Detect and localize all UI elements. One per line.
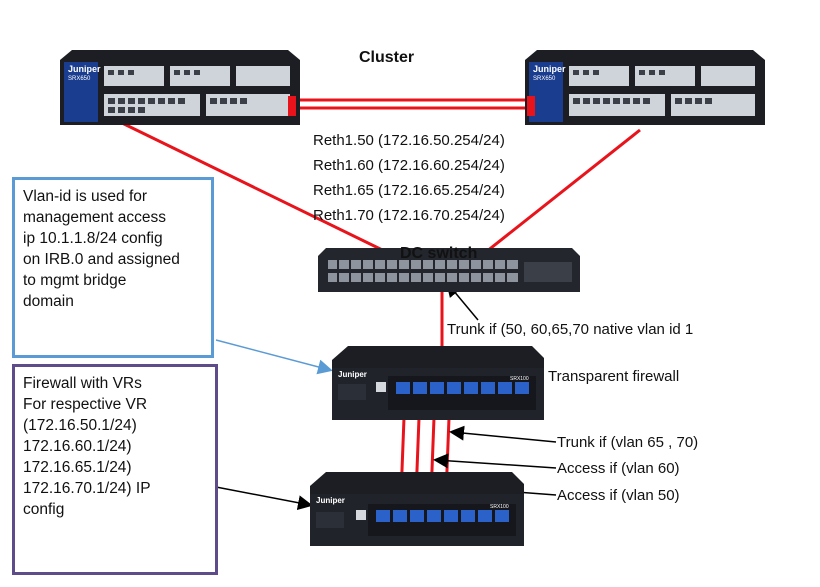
srx-chassis-left [60, 50, 300, 125]
mgmt-note-line: to mgmt bridge [23, 272, 127, 289]
srx-chassis-right [525, 50, 765, 125]
dc-switch: DC switch [318, 245, 580, 292]
mgmt-note-line: ip 10.1.1.8/24 config [23, 230, 163, 247]
srx-model-fw: SRX100 [510, 376, 529, 382]
srx-model-left: SRX650 [68, 76, 91, 82]
reth-interface-list: Reth1.50 (172.16.50.254/24) Reth1.60 (17… [313, 128, 505, 228]
srx-cluster-node-right: Juniper SRX650 [525, 50, 765, 125]
juniper-logo-right: Juniper [533, 64, 566, 74]
srx-model-vr: SRX100 [490, 504, 509, 510]
srx-cluster-node-left: Juniper SRX650 [60, 50, 300, 125]
transparent-firewall-label: Transparent firewall [548, 368, 680, 385]
access60-arrow [433, 453, 557, 469]
juniper-logo-vr: Juniper [316, 496, 345, 505]
vr-note-arrow [215, 486, 313, 511]
vr-note-line: For respective VR [23, 396, 148, 413]
reth-interface-65: Reth1.65 (172.16.65.254/24) [313, 182, 505, 199]
trunk-top-label: Trunk if (50, 60,65,70 native vlan id 1 [447, 321, 694, 338]
mgmt-note-arrow [215, 339, 333, 375]
dc-switch-label: DC switch [400, 245, 478, 262]
trunk-vlan-arrow [449, 425, 557, 443]
reth-interface-50: Reth1.50 (172.16.50.254/24) [313, 132, 505, 149]
srx-model-right: SRX650 [533, 76, 556, 82]
vr-note-line: 172.16.70.1/24) IP [23, 480, 151, 497]
mgmt-note-box: Vlan-id is used for management access ip… [12, 177, 214, 358]
access-vlan60-label: Access if (vlan 60) [557, 460, 680, 477]
transparent-firewall-chassis [332, 346, 544, 420]
access-vlan50-label: Access if (vlan 50) [557, 487, 680, 504]
vr-firewall-device: Juniper SRX100 [310, 472, 524, 546]
mgmt-note-line: on IRB.0 and assigned [23, 251, 180, 268]
vr-note-line: config [23, 501, 65, 518]
juniper-logo-fw: Juniper [338, 370, 367, 379]
dc-switch-chassis [318, 248, 580, 292]
vr-note-line: Firewall with VRs [23, 375, 142, 392]
mgmt-note-line: domain [23, 293, 74, 310]
vr-note-line: 172.16.60.1/24) [23, 438, 132, 455]
mgmt-note-line: Vlan-id is used for [23, 188, 148, 205]
vr-note-line: 172.16.65.1/24) [23, 459, 132, 476]
juniper-logo-left: Juniper [68, 64, 101, 74]
reth-interface-70: Reth1.70 (172.16.70.254/24) [313, 207, 505, 224]
vr-firewall-chassis [310, 472, 524, 546]
cluster-title: Cluster [359, 49, 415, 66]
reth-interface-60: Reth1.60 (172.16.60.254/24) [313, 157, 505, 174]
transparent-firewall-device: Juniper SRX100 [332, 346, 544, 420]
vr-note-line: (172.16.50.1/24) [23, 417, 137, 434]
trunk-vlan-label: Trunk if (vlan 65 , 70) [557, 434, 699, 451]
mgmt-note-line: management access [23, 209, 167, 226]
vr-note-box: Firewall with VRs For respective VR (172… [12, 364, 218, 575]
